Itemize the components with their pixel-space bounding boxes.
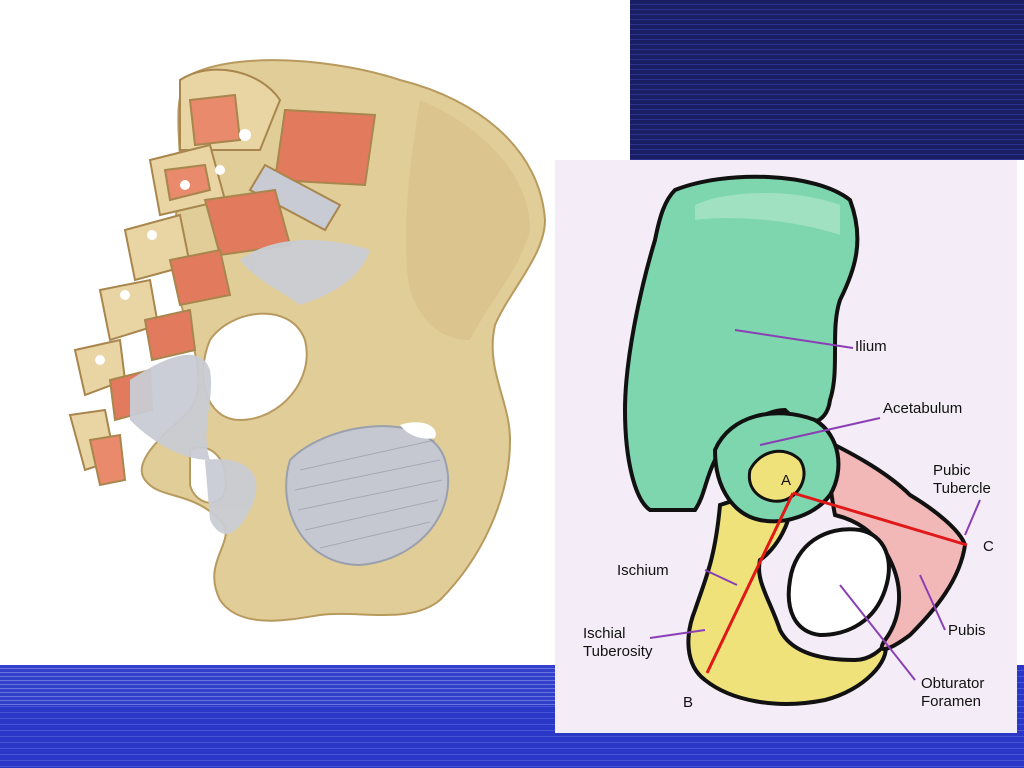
label-acetabulum: Acetabulum	[883, 400, 963, 417]
label-ischium: Ischium	[617, 562, 669, 579]
obturator-foramen	[786, 527, 891, 638]
ligaments	[130, 240, 370, 534]
label-pubic-tubercle: Pubic Tubercle	[933, 462, 991, 498]
leader-pubis	[919, 574, 946, 631]
label-ilium: Ilium	[855, 338, 887, 355]
label-point-b: B	[683, 694, 694, 711]
measure-line-a-c	[792, 491, 968, 547]
label-pubic-line-1: Pubic	[933, 462, 971, 479]
label-pubis: Pubis	[948, 622, 986, 639]
corner-color-band	[630, 0, 1024, 160]
obturator-canal	[400, 422, 436, 439]
leader-obturator	[839, 584, 916, 681]
label-ischial-tuberosity: Ischial Tuberosity	[583, 625, 652, 661]
bottom-stripes	[0, 665, 555, 705]
label-point-a: A	[781, 472, 792, 489]
acetabulum-fossa	[747, 449, 806, 503]
label-obturator-line-2: Foramen	[921, 693, 982, 710]
label-ischial-line-2: Tuberosity	[583, 643, 653, 660]
ilium-crest	[695, 192, 840, 235]
membrane-fibers	[294, 439, 443, 549]
leader-pubic-tubercle	[964, 499, 981, 536]
measure-line-a-b	[705, 492, 795, 674]
hip-bone-diagram	[622, 174, 981, 706]
leader-lines	[649, 329, 981, 681]
hip-bone-illustration	[68, 59, 547, 622]
label-obturator-foramen: Obturator Foramen	[921, 675, 984, 711]
label-pubic-line-2: Tubercle	[933, 480, 991, 497]
bone-shading	[405, 100, 530, 340]
label-point-c: C	[983, 538, 994, 555]
sacral-foramina	[95, 129, 251, 365]
leader-acetabulum	[759, 417, 881, 446]
leader-ischium	[704, 569, 738, 586]
label-obturator-line-1: Obturator	[921, 675, 985, 692]
label-ischial-line-1: Ischial	[583, 625, 626, 642]
labeled-diagram-panel: Ilium Acetabulum Pubic Tubercle Ischium …	[555, 160, 1017, 733]
leader-ilium	[734, 329, 854, 349]
measurement-lines	[705, 491, 968, 674]
leader-ischial-tuberosity	[649, 629, 706, 639]
